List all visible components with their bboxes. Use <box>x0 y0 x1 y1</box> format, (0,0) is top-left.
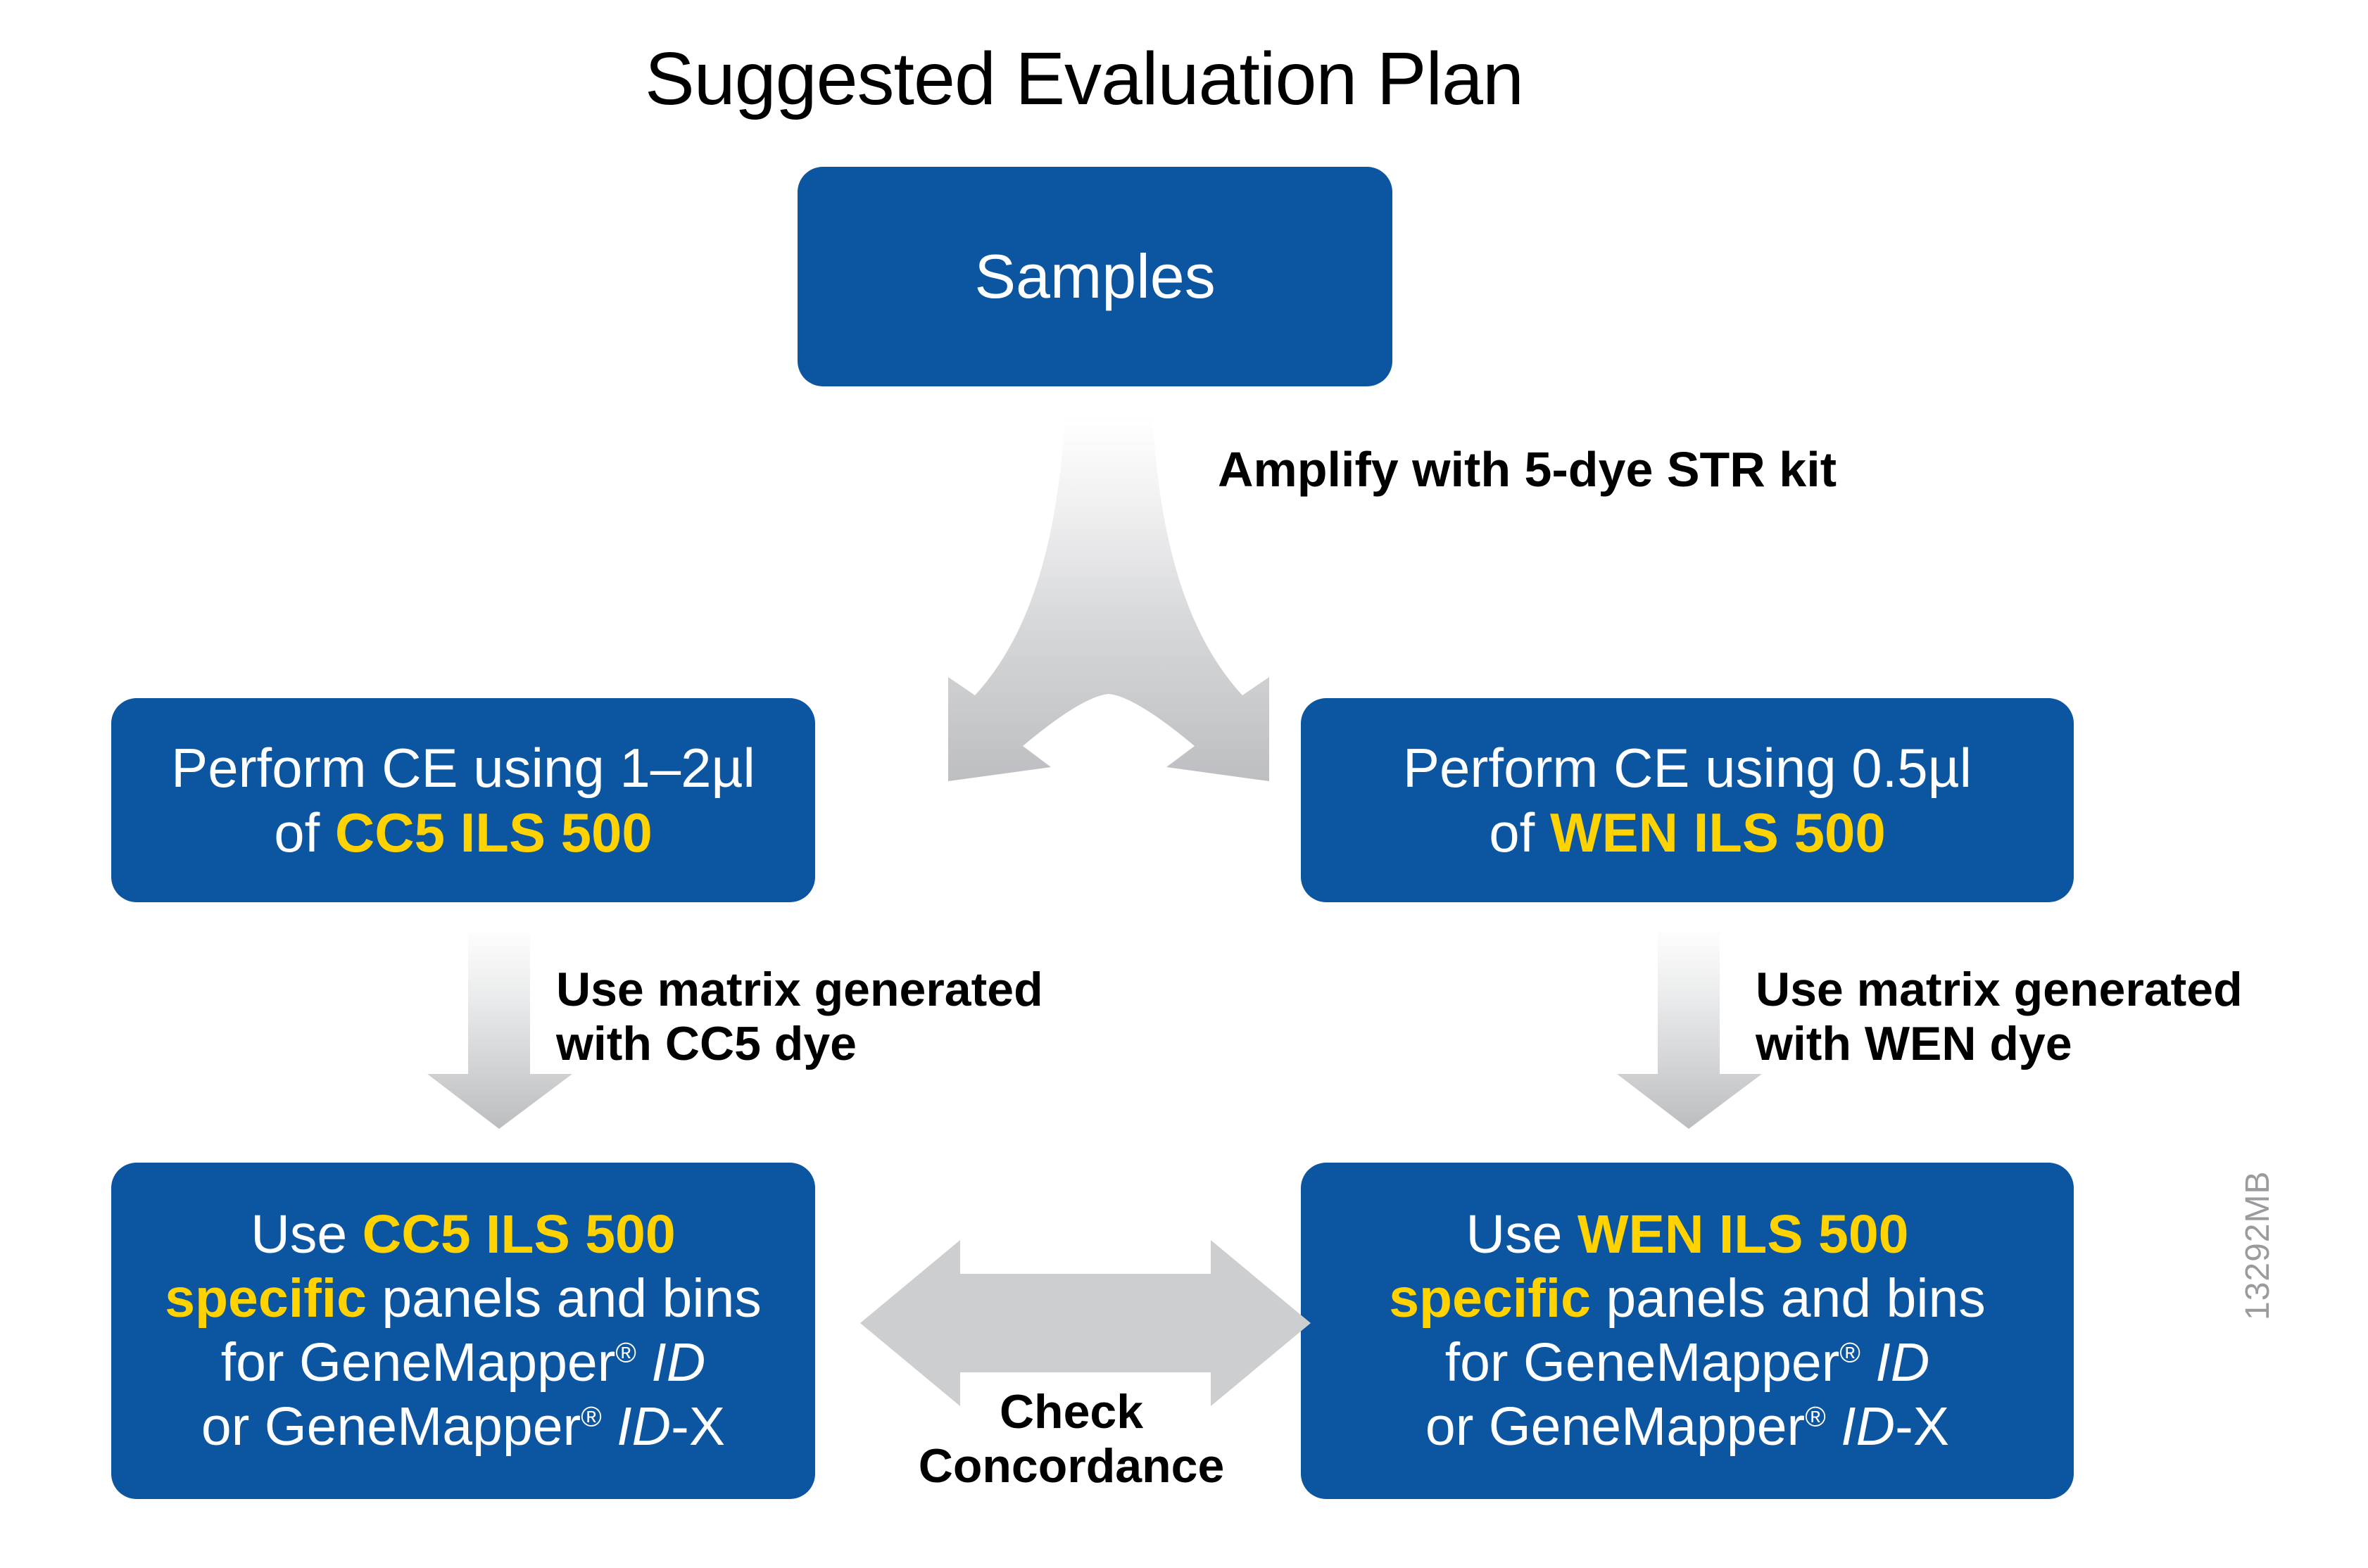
side-code-label: 13292MB <box>2239 1170 2276 1320</box>
ce-right-line2-highlight: WEN ILS 500 <box>1549 802 1886 864</box>
node-perform-ce-wen[interactable]: Perform CE using 0.5µl of WEN ILS 500 <box>1301 698 2074 902</box>
panels-left-line3-italic: ID <box>651 1332 706 1393</box>
node-panels-bins-wen[interactable]: Use WEN ILS 500 specific panels and bins… <box>1301 1163 2074 1499</box>
split-arrow-down-branching-icon <box>948 415 1269 781</box>
panels-right-line4-suffix: -X <box>1895 1396 1950 1457</box>
node-perform-ce-wen-label: Perform CE using 0.5µl of WEN ILS 500 <box>1301 735 2074 865</box>
node-perform-ce-cc5-label: Perform CE using 1–2µl of CC5 ILS 500 <box>111 735 815 865</box>
registered-mark-icon: ® <box>1805 1401 1826 1433</box>
panels-left-line4-italic: ID <box>617 1396 672 1457</box>
caption-check-concordance: Check Concordance <box>918 1385 1225 1493</box>
ce-right-line2-prefix: of <box>1489 802 1550 864</box>
ce-left-line2-prefix: of <box>274 802 335 864</box>
panels-right-line1-prefix: Use <box>1466 1204 1577 1265</box>
panels-left-line2-suffix: panels and bins <box>366 1268 762 1329</box>
panels-right-line4-italic: ID <box>1841 1396 1896 1457</box>
panels-left-line3-prefix: for GeneMapper <box>220 1332 616 1393</box>
registered-mark-icon: ® <box>581 1401 602 1433</box>
registered-mark-icon: ® <box>1839 1337 1860 1369</box>
panels-right-line1-highlight: WEN ILS 500 <box>1577 1204 1909 1265</box>
arrow-down-right-icon <box>1617 932 1762 1129</box>
node-panels-bins-cc5-label: Use CC5 ILS 500 specific panels and bins… <box>111 1203 815 1458</box>
page-title: Suggested Evaluation Plan <box>645 37 1524 120</box>
registered-mark-icon: ® <box>615 1337 636 1369</box>
caption-matrix-wen: Use matrix generated with WEN dye <box>1756 963 2243 1070</box>
ce-left-line2-highlight: CC5 ILS 500 <box>334 802 653 864</box>
panels-right-line2-suffix: panels and bins <box>1590 1268 1986 1329</box>
node-panels-bins-wen-label: Use WEN ILS 500 specific panels and bins… <box>1301 1203 2074 1458</box>
panels-right-line3-prefix: for GeneMapper <box>1444 1332 1840 1393</box>
ce-left-line1: Perform CE using 1–2µl <box>171 736 755 799</box>
panels-right-line4-prefix: or GeneMapper <box>1425 1396 1806 1457</box>
node-perform-ce-cc5[interactable]: Perform CE using 1–2µl of CC5 ILS 500 <box>111 698 815 902</box>
panels-left-line1-prefix: Use <box>251 1204 363 1265</box>
arrow-double-horizontal-icon <box>860 1240 1311 1406</box>
panels-left-line2-highlight: specific <box>165 1268 367 1329</box>
panels-left-line4-prefix: or GeneMapper <box>201 1396 581 1457</box>
panels-left-line1-highlight: CC5 ILS 500 <box>362 1204 676 1265</box>
node-samples-label: Samples <box>974 241 1216 312</box>
panels-left-line4-suffix: -X <box>671 1396 726 1457</box>
node-panels-bins-cc5[interactable]: Use CC5 ILS 500 specific panels and bins… <box>111 1163 815 1499</box>
caption-matrix-cc5: Use matrix generated with CC5 dye <box>556 963 1043 1070</box>
panels-right-line3-italic: ID <box>1875 1332 1930 1393</box>
node-samples[interactable]: Samples <box>798 167 1392 386</box>
caption-amplify: Amplify with 5-dye STR kit <box>1218 442 1837 497</box>
panels-right-line2-highlight: specific <box>1389 1268 1591 1329</box>
ce-right-line1: Perform CE using 0.5µl <box>1403 736 1972 799</box>
arrow-down-left-icon <box>427 932 572 1129</box>
